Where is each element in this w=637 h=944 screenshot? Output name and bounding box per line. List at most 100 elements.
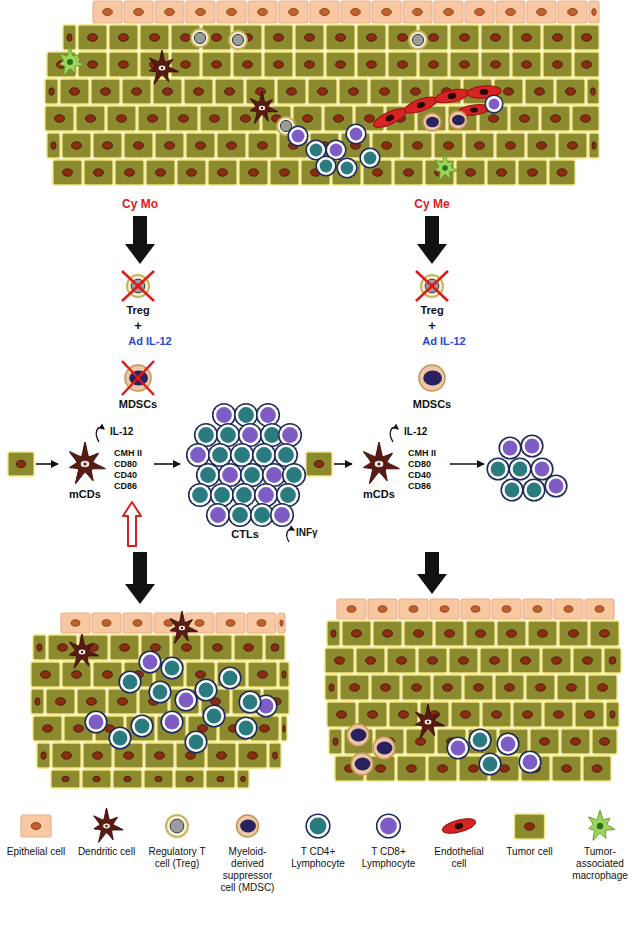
cell-nucleus	[163, 88, 173, 96]
tumor-cell	[325, 648, 354, 673]
cd4-lymphocyte	[310, 818, 327, 835]
tumor-cell	[340, 675, 369, 700]
cd8-lymphocyte-ring	[486, 96, 502, 112]
cd8-lymphocyte	[489, 99, 500, 110]
cd4-lymphocyte-ring	[278, 485, 299, 506]
tumor-cell	[269, 743, 281, 768]
dendritic-cell-node: mCDsCMH II CD80 CD40 CD86	[60, 440, 152, 501]
tumor-cell	[511, 648, 540, 673]
cell-nucleus	[567, 684, 577, 692]
tumor-cell	[83, 743, 112, 768]
vector-label: Ad IL-12	[422, 335, 465, 348]
cd8-lymphocyte	[179, 693, 194, 708]
cell-nucleus	[367, 61, 377, 69]
cell-nucleus	[124, 752, 134, 760]
cd4-lymphocyte-ring	[470, 730, 490, 750]
cd4-lymphocyte-outline	[148, 680, 171, 703]
cell-nucleus	[258, 671, 268, 679]
cd8-lymphocyte-outline	[376, 813, 401, 838]
cross-out	[122, 271, 154, 301]
cell-nucleus	[442, 165, 448, 171]
epithelial-cell	[399, 599, 428, 619]
treg-cell-node-icon	[410, 268, 454, 304]
tumor-cell	[265, 635, 285, 660]
tumor-cell	[202, 52, 231, 77]
tumor-cell	[153, 79, 182, 104]
cd8-lymphocyte	[216, 407, 232, 423]
cd8-lymphocyte-outline	[174, 688, 197, 711]
tumor-cell	[572, 106, 599, 131]
cd4-lymphocyte-outline	[202, 704, 225, 727]
cell-nucleus	[409, 606, 418, 612]
cell-nucleus	[182, 644, 192, 652]
tumor-cell	[45, 106, 74, 131]
tumor-cell	[342, 621, 371, 646]
legend-label: Endothelial cell	[427, 846, 491, 870]
tumor-cell	[175, 770, 204, 788]
treatment-label: Cy Me	[414, 197, 449, 211]
cell-nucleus	[194, 32, 205, 43]
dendritic-cell	[250, 91, 278, 123]
cd4-lymphocyte-outline	[228, 503, 252, 527]
cell-nucleus	[124, 776, 131, 781]
cd8-lymphocyte-ring	[498, 734, 518, 754]
cd4-lymphocyte-outline	[336, 157, 357, 178]
marker-list: CMH II CD80 CD40 CD86	[408, 448, 446, 492]
tumor-cell	[575, 702, 604, 727]
cytokine-label: IL-12	[110, 426, 133, 438]
endothelial-cell	[441, 816, 477, 836]
cell-nucleus	[490, 657, 500, 665]
cell-nucleus	[533, 606, 542, 612]
cell-nucleus	[333, 738, 338, 746]
cell-nucleus	[383, 630, 393, 638]
cd4-lymphocyte-ring	[210, 445, 231, 466]
plus-sign: +	[134, 318, 142, 334]
cell-nucleus	[103, 142, 113, 150]
cell-nucleus	[413, 8, 423, 15]
cross-out	[416, 271, 448, 301]
tumor-cell	[62, 133, 91, 158]
cd4-lymphocyte-ring	[230, 505, 251, 526]
tumor-cell	[207, 743, 236, 768]
cytokine-label: INFγ	[296, 527, 318, 539]
tumor-cell	[91, 79, 120, 104]
cell-nucleus	[592, 142, 596, 150]
cell-nucleus	[452, 115, 465, 125]
cd8-lymphocyte	[523, 755, 538, 770]
cell-nucleus	[476, 630, 486, 638]
cd4-lymphocyte-outline	[194, 678, 217, 701]
tumor-cell	[497, 621, 526, 646]
nucleolus	[81, 651, 84, 654]
cell-nucleus	[592, 8, 596, 15]
cd4-lymphocyte	[243, 695, 258, 710]
cd4-lymphocyte	[135, 719, 150, 734]
cell-nucleus	[475, 8, 485, 15]
cell-nucleus	[56, 698, 66, 706]
arrow	[450, 463, 484, 465]
epithelial-cell	[527, 1, 556, 23]
cd8-lymphocyte	[260, 407, 276, 423]
cd4-lymphocyte-outline	[160, 656, 183, 679]
cell-nucleus	[377, 742, 393, 755]
epithelial-cell	[310, 1, 339, 23]
cell-nucleus	[334, 115, 344, 123]
cd8-lymphocyte	[501, 737, 516, 752]
cell-nucleus	[571, 738, 581, 746]
cd4-lymphocyte	[198, 427, 214, 443]
cell-nucleus	[522, 61, 532, 69]
cell-nucleus	[274, 61, 284, 69]
tumor-cell	[480, 648, 509, 673]
cd8-lymphocyte	[503, 441, 518, 456]
cd8-lymphocyte-outline	[270, 503, 294, 527]
tumor-cell	[388, 52, 417, 77]
cell-nucleus	[305, 61, 315, 69]
cross-out	[122, 361, 154, 395]
tumor-cell	[356, 648, 385, 673]
tumor-cell	[456, 160, 485, 185]
cell-nucleus	[426, 117, 439, 127]
tumor-associated-macrophage	[589, 810, 615, 840]
tumor-cell	[397, 756, 426, 781]
cell-nucleus	[382, 8, 392, 15]
secretion-arrow	[390, 427, 398, 442]
